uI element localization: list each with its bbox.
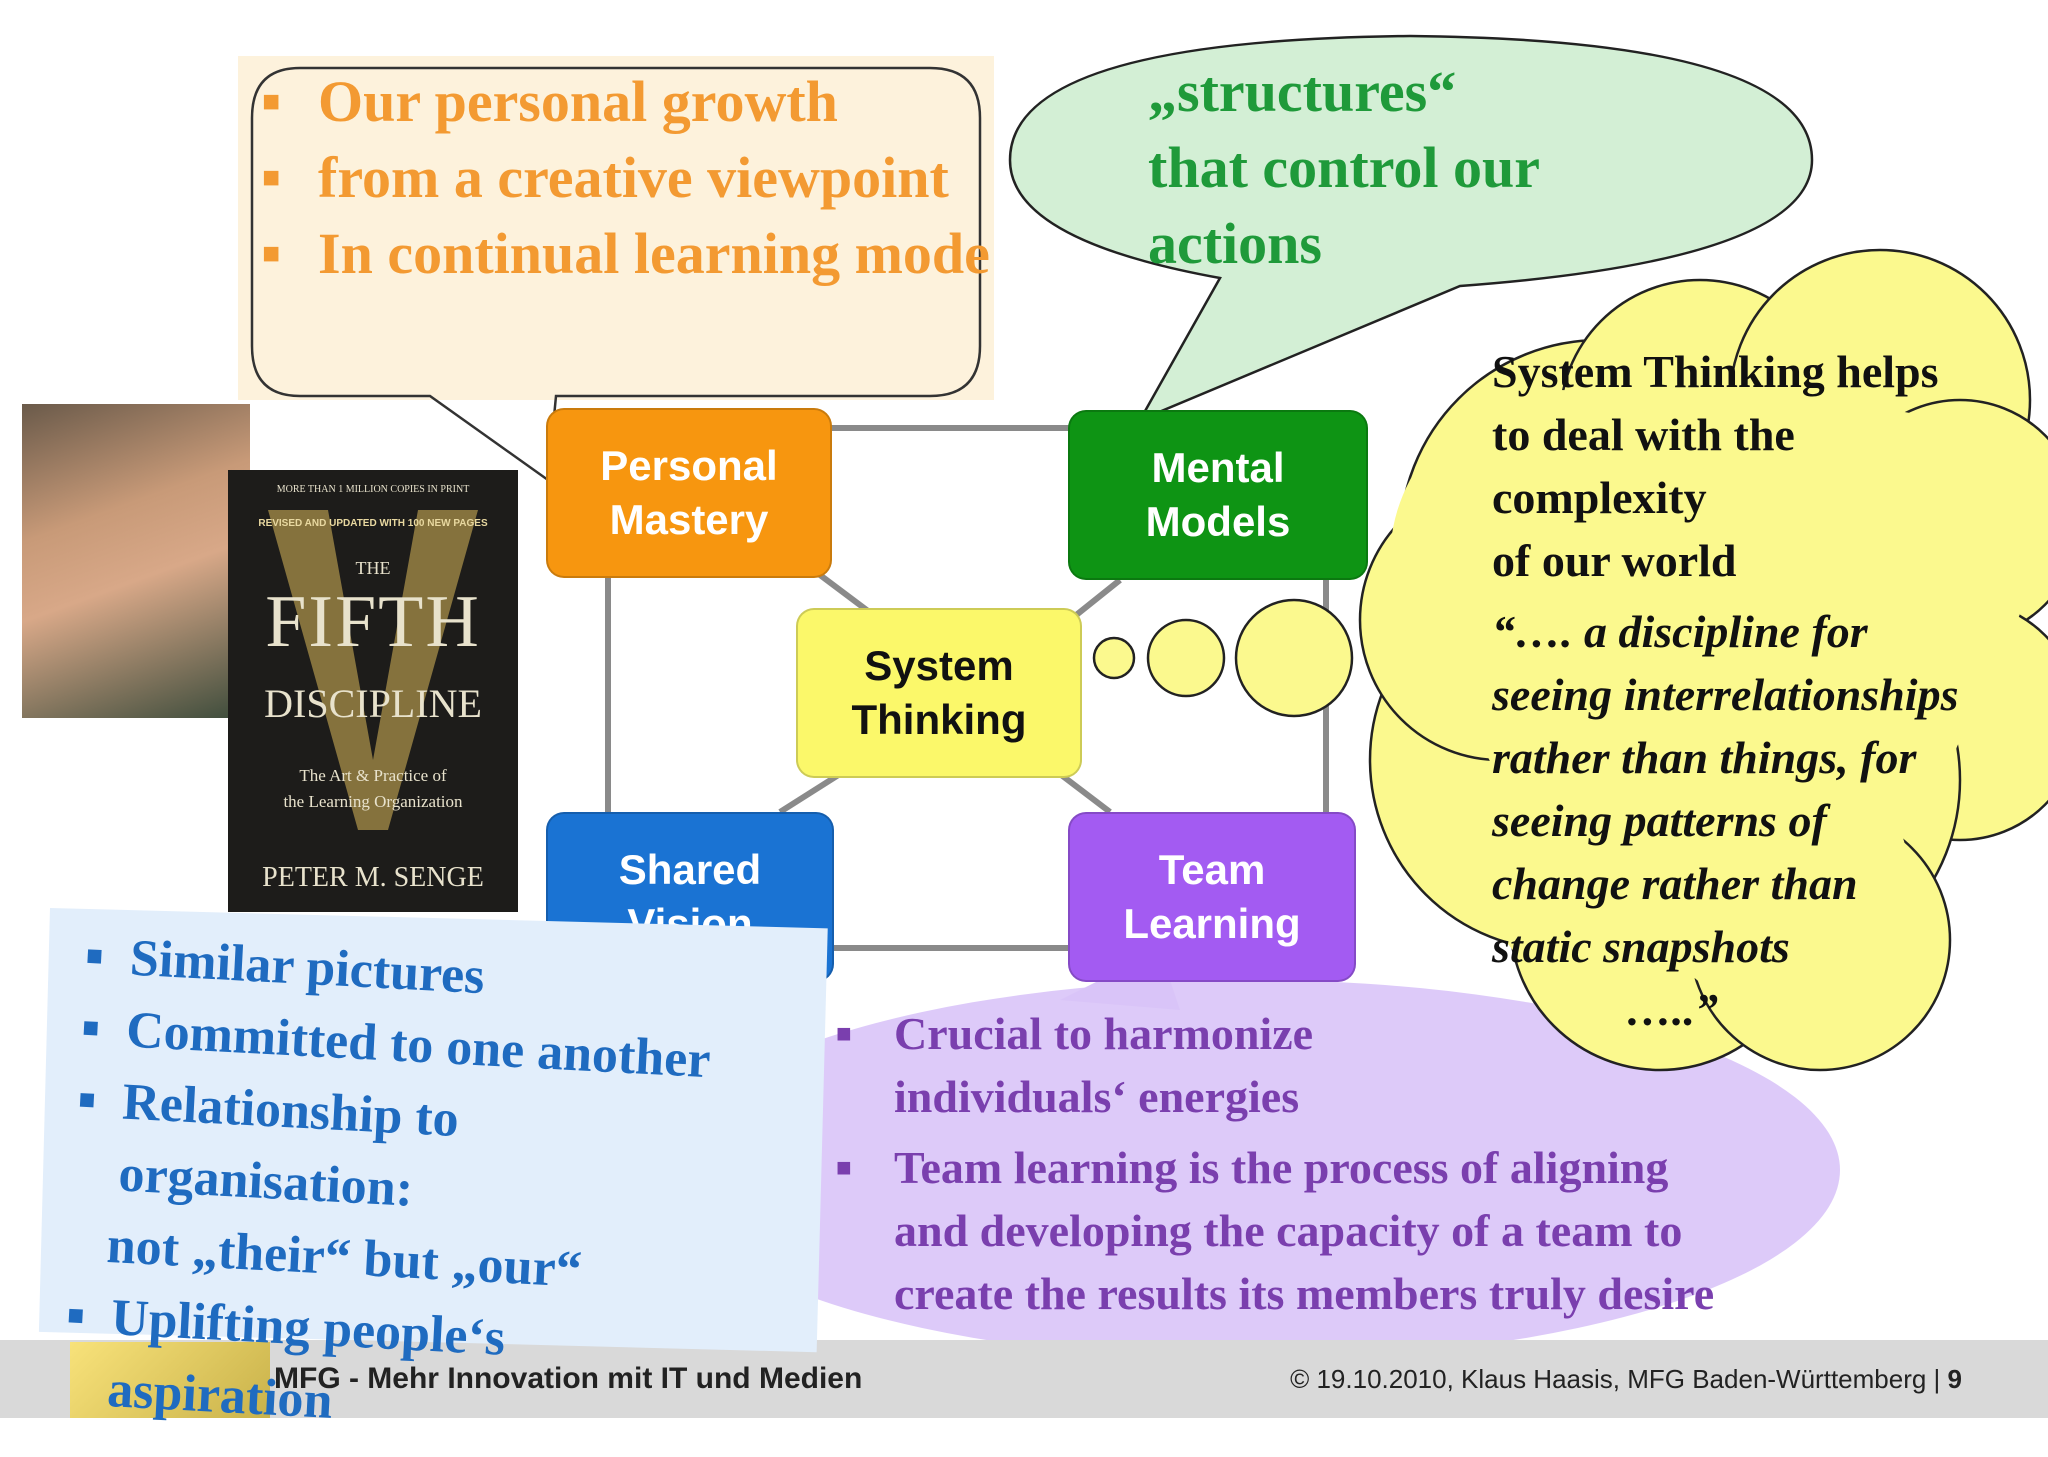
thought-bubble-small (1092, 636, 1136, 680)
book-the: THE (355, 558, 391, 578)
book-v-graphic (268, 510, 478, 830)
bullet-icon: ■ (836, 1153, 852, 1182)
personal-mastery-callout-background (238, 56, 994, 400)
mental-models-callout-text: „structures“ that control our actions (1148, 59, 1541, 276)
personal-mastery-list: ■Our personal growth ■from a creative vi… (262, 64, 1002, 292)
system-thinking-cloud-heading: System Thinking helps to deal with the c… (1492, 346, 1939, 586)
bullet-icon: ■ (262, 161, 281, 194)
bullet-icon: ■ (81, 1012, 101, 1045)
bullet-icon: ■ (66, 1299, 86, 1332)
footer-copyright: © 19.10.2010, Klaus Haasis, MFG Baden-Wü… (1290, 1364, 1962, 1394)
fifth-discipline-book-cover: MORE THAN 1 MILLION COPIES IN PRINT REVI… (228, 470, 518, 912)
system-thinking-thought-cloud (1092, 248, 2048, 1072)
author-photo (22, 404, 250, 718)
book-top-line: MORE THAN 1 MILLION COPIES IN PRINT (276, 484, 470, 495)
connector-sv-st (778, 771, 842, 815)
system-thinking-cloud-quote: “…. a discipline for seeing interrelatio… (1492, 606, 1959, 1035)
book-discipline: DISCIPLINE (264, 681, 482, 726)
bullet-icon: ■ (85, 940, 104, 973)
footer-organisation: MFG - Mehr Innovation mit IT und Medien (274, 1362, 863, 1395)
book-author: PETER M. SENGE (262, 862, 484, 893)
list-item: ■In continual learning mode (262, 216, 1002, 292)
thought-bubble-medium (1146, 618, 1226, 698)
book-fifth: FIFTH (265, 581, 481, 663)
book-subtitle-2: the Learning Organization (283, 792, 463, 811)
bullet-icon: ■ (77, 1084, 97, 1117)
footer-bar (0, 1340, 2048, 1418)
book-subtitle-1: The Art & Practice of (299, 766, 447, 785)
connector-mm-st (1068, 577, 1122, 623)
bullet-icon: ■ (262, 85, 281, 118)
list-item: ■Our personal growth (262, 64, 1002, 140)
thought-bubble-large (1234, 598, 1354, 718)
bullet-icon: ■ (262, 237, 281, 270)
list-item: ■from a creative viewpoint (262, 140, 1002, 216)
page-number: 9 (1947, 1364, 1962, 1394)
book-banner: REVISED AND UPDATED WITH 100 NEW PAGES (258, 518, 488, 529)
mental-models-speech-bubble (1008, 34, 1814, 423)
bullet-icon: ■ (836, 1019, 852, 1048)
mfg-logo (70, 1342, 270, 1418)
connector-tl-st (1058, 771, 1112, 815)
shared-vision-list: ■Similar pictures ■Committed to one anot… (54, 920, 716, 1457)
list-item: ■Team learning is the process of alignin… (836, 1136, 1714, 1325)
